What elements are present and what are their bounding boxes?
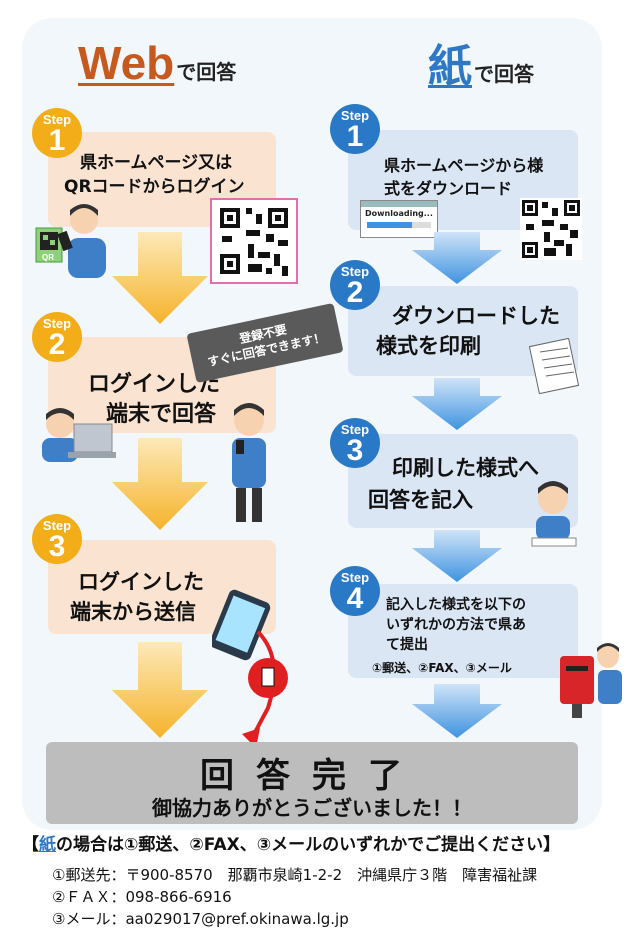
paper-step3-box — [348, 434, 578, 528]
paper-arrow-1 — [412, 232, 502, 284]
step-label: Step — [340, 108, 370, 123]
paper-step3-badge: Step 3 — [330, 418, 380, 468]
web-step2-line2: 端末で回答 — [106, 402, 217, 427]
completion-thanks: 御協力ありがとうございました！！ — [152, 796, 472, 820]
paper-step4-line2: いずれかの方法で県あ — [386, 617, 526, 633]
paper-step2-line1: ダウンロードした — [392, 304, 560, 328]
step-label: Step — [340, 422, 370, 437]
download-progress-fill — [367, 222, 412, 228]
web-arrow-3 — [112, 642, 208, 738]
paper-step4-methods: ①郵送、②FAX、③メール — [372, 661, 512, 675]
web-header-big: Web — [78, 37, 175, 89]
step-number: 2 — [346, 276, 364, 309]
step-label: Step — [340, 264, 370, 279]
contact-email[interactable]: ③メール：aa029017@pref.okinawa.lg.jp — [52, 910, 349, 928]
download-progress-bar — [367, 222, 431, 228]
note-bracket: 【 — [22, 835, 39, 855]
downloading-label: Downloading... — [365, 209, 433, 218]
paper-step2-badge: Step 2 — [330, 260, 380, 310]
person-writing-icon — [531, 481, 577, 547]
paper-header-big: 紙 — [428, 41, 472, 92]
web-step2-badge: Step 2 — [32, 312, 82, 362]
printed-form-icon — [528, 338, 580, 394]
downloading-window: Downloading... — [360, 200, 438, 238]
web-step3-line2: 端末から送信 — [70, 600, 196, 624]
qr-card-label: QR — [42, 253, 54, 262]
web-qr-code[interactable] — [210, 198, 298, 284]
mailbox-person-icon — [560, 643, 622, 718]
web-step1-line2: QRコードからログイン — [64, 177, 245, 197]
web-step1-line1: 県ホームページ又は — [80, 153, 233, 173]
note-paper-word: 紙 — [39, 835, 56, 855]
paper-step4-badge: Step 4 — [330, 566, 380, 616]
web-arrow-2 — [112, 438, 208, 530]
qr-code-icon — [220, 208, 288, 276]
paper-qr-code[interactable] — [520, 198, 582, 260]
paper-step1-badge: Step 1 — [330, 104, 380, 154]
contact-mail-address: ①郵送先：〒900-8570 那覇市泉崎1-2-2 沖縄県庁３階 障害福祉課 — [52, 866, 538, 884]
step-number: 2 — [48, 328, 66, 361]
phone-send-icon — [212, 589, 288, 748]
paper-step4-line3: て提出 — [386, 637, 428, 653]
person-with-laptop-icon — [42, 408, 116, 462]
paper-step3-line2: 回答を記入 — [368, 488, 473, 512]
paper-step1-line1: 県ホームページから様 — [384, 156, 544, 175]
step-number: 4 — [346, 582, 364, 615]
qr-code-icon — [522, 200, 580, 258]
step-number: 1 — [48, 124, 66, 157]
completion-title: 回答完了 — [200, 756, 424, 796]
step-label: Step — [42, 112, 72, 127]
completion-banner: 回答完了 御協力ありがとうございました！！ — [46, 742, 578, 824]
web-step3-line1: ログインした — [78, 570, 204, 594]
step-label: Step — [42, 316, 72, 331]
web-arrow-1 — [112, 232, 208, 324]
step-label: Step — [42, 518, 72, 533]
person-with-phone-icon — [232, 403, 266, 522]
web-step3-badge: Step 3 — [32, 514, 82, 564]
paper-arrow-4 — [412, 684, 502, 738]
step-number: 1 — [346, 120, 364, 153]
step-number: 3 — [48, 530, 66, 563]
contact-fax: ②ＦＡＸ：098-866-6916 — [52, 888, 232, 906]
web-step1-badge: Step 1 — [32, 108, 82, 158]
step-number: 3 — [346, 434, 364, 467]
note-text: の場合は①郵送、②FAX、③メールのいずれかでご提出ください】 — [56, 835, 561, 855]
step-label: Step — [340, 570, 370, 585]
paper-arrow-2 — [412, 378, 502, 430]
paper-step4-line1: 記入した様式を以下の — [386, 597, 526, 613]
paper-arrow-3 — [412, 530, 502, 582]
paper-header-small: で回答 — [474, 62, 534, 86]
web-header-small: で回答 — [176, 60, 237, 84]
paper-submission-note: 【紙の場合は①郵送、②FAX、③メールのいずれかでご提出ください】 — [22, 830, 560, 855]
paper-step3-line1: 印刷した様式へ — [392, 456, 539, 480]
person-scanning-qr-icon: QR — [35, 204, 106, 278]
paper-column-header: 紙で回答 — [428, 30, 534, 94]
paper-step1-line2: 式をダウンロード — [384, 179, 513, 198]
window-bar — [361, 201, 437, 207]
paper-step4-box — [348, 584, 578, 678]
paper-step2-line2: 様式を印刷 — [376, 334, 481, 358]
